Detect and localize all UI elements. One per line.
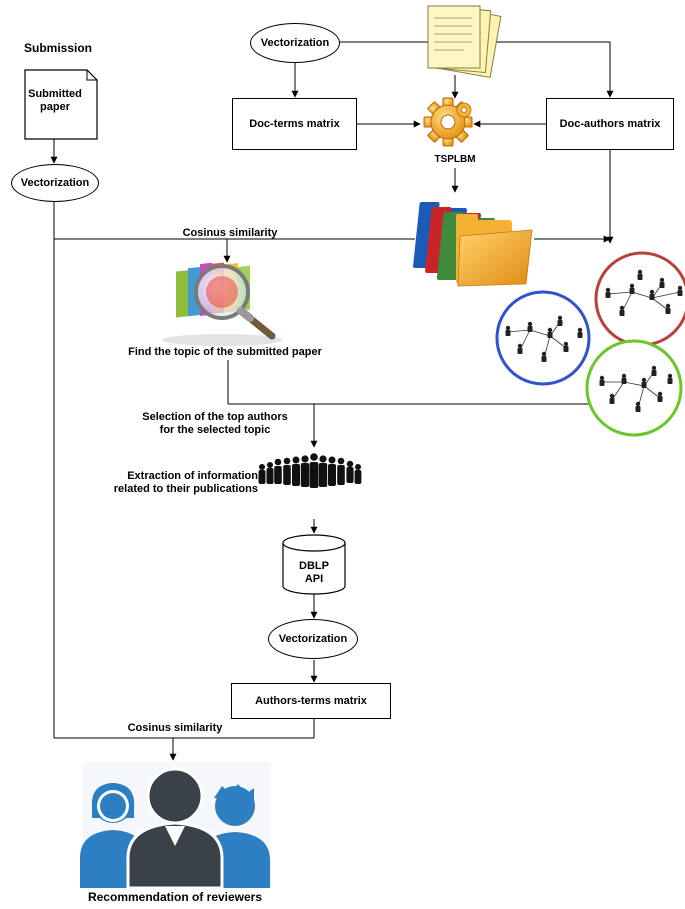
folders-icon	[413, 202, 533, 287]
doc-terms-matrix-box[interactable]: Doc-terms matrix	[232, 98, 357, 150]
dblp-line: DBLP	[299, 560, 329, 572]
extraction-info-label: Extraction of information related to the…	[80, 470, 258, 496]
api-line: API	[304, 573, 324, 585]
submitted-paper-icon	[24, 69, 98, 140]
magnifier-icon	[162, 262, 282, 346]
reviewers-people-icon	[80, 762, 271, 890]
gear-icon	[423, 97, 473, 147]
authors-terms-matrix-label: Authors-terms matrix	[255, 695, 367, 707]
authors-terms-matrix-box[interactable]: Authors-terms matrix	[231, 683, 391, 719]
selection-line-2: for the selected topic	[159, 424, 271, 436]
cluster-green	[585, 339, 683, 437]
selection-top-authors-label: Selection of the top authors for the sel…	[120, 411, 310, 437]
cluster-blue	[495, 290, 591, 386]
submitted-paper-label: Submitted paper	[28, 88, 82, 113]
vectorization-label: Vectorization	[278, 633, 348, 645]
vectorization-node-bottom[interactable]: Vectorization	[268, 619, 358, 659]
cluster-red	[594, 251, 685, 347]
vectorization-label: Vectorization	[260, 37, 330, 49]
vectorization-node-left[interactable]: Vectorization	[11, 164, 99, 202]
extraction-line-2: related to their publications	[113, 483, 258, 495]
cosinus-similarity-label-bottom: Cosinus similarity	[127, 722, 223, 734]
documents-stack-icon	[427, 5, 502, 79]
extraction-line-1: Extraction of information	[127, 470, 258, 482]
crowd-icon	[258, 453, 362, 488]
doc-authors-matrix-box[interactable]: Doc-authors matrix	[546, 98, 674, 150]
dblp-api-label: DBLP API	[289, 560, 339, 586]
dblp-database-icon	[282, 534, 346, 595]
submission-title: Submission	[23, 41, 92, 55]
doc-terms-matrix-label: Doc-terms matrix	[249, 118, 340, 130]
vectorization-node-top[interactable]: Vectorization	[250, 23, 340, 63]
selection-line-1: Selection of the top authors	[142, 411, 288, 423]
vectorization-label: Vectorization	[20, 177, 90, 189]
doc-authors-matrix-label: Doc-authors matrix	[559, 118, 661, 130]
recommendation-label: Recommendation of reviewers	[87, 890, 263, 904]
find-topic-label: Find the topic of the submitted paper	[128, 346, 322, 358]
tsplbm-label: TSPLBM	[434, 154, 476, 165]
cosinus-similarity-label-top: Cosinus similarity	[182, 227, 278, 239]
connectors	[50, 41, 614, 761]
